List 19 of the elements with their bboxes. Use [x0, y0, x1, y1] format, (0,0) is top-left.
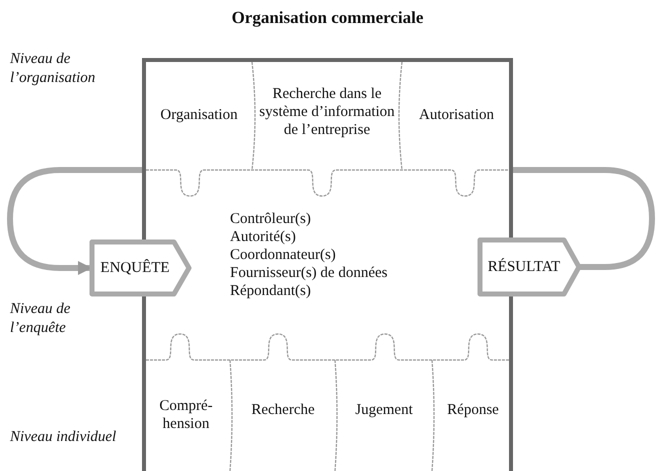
- puzzle-piece: Jugement: [339, 385, 429, 435]
- level-label: Niveau de l’organisation: [10, 50, 96, 88]
- puzzle-piece: Organisation: [146, 70, 252, 160]
- role-item: Contrôleur(s): [230, 210, 311, 228]
- role-item: Coordonnateur(s): [230, 246, 336, 264]
- role-item: Autorité(s): [230, 228, 296, 246]
- frame-heading: Organisation commerciale: [230, 8, 424, 28]
- role-item: Fournisseur(s) de données: [230, 264, 388, 282]
- puzzle-piece: Autorisation: [404, 70, 509, 160]
- role-item: Répondant(s): [230, 282, 311, 300]
- level-label: Niveau individuel: [10, 428, 118, 447]
- puzzle-piece: Compré- hension: [146, 385, 226, 445]
- puzzle-piece: Recherche dans le système d’information de l’entreprise: [254, 62, 400, 162]
- puzzle-piece: Réponse: [436, 385, 510, 435]
- level-label: Niveau de l’enquête: [10, 300, 72, 338]
- loop-arrow: [7, 167, 142, 275]
- step-arrow-shape: RÉSULTAT: [476, 236, 582, 298]
- puzzle-piece: Recherche: [234, 385, 332, 435]
- step-arrow-shape: ENQUÊTE: [88, 238, 192, 298]
